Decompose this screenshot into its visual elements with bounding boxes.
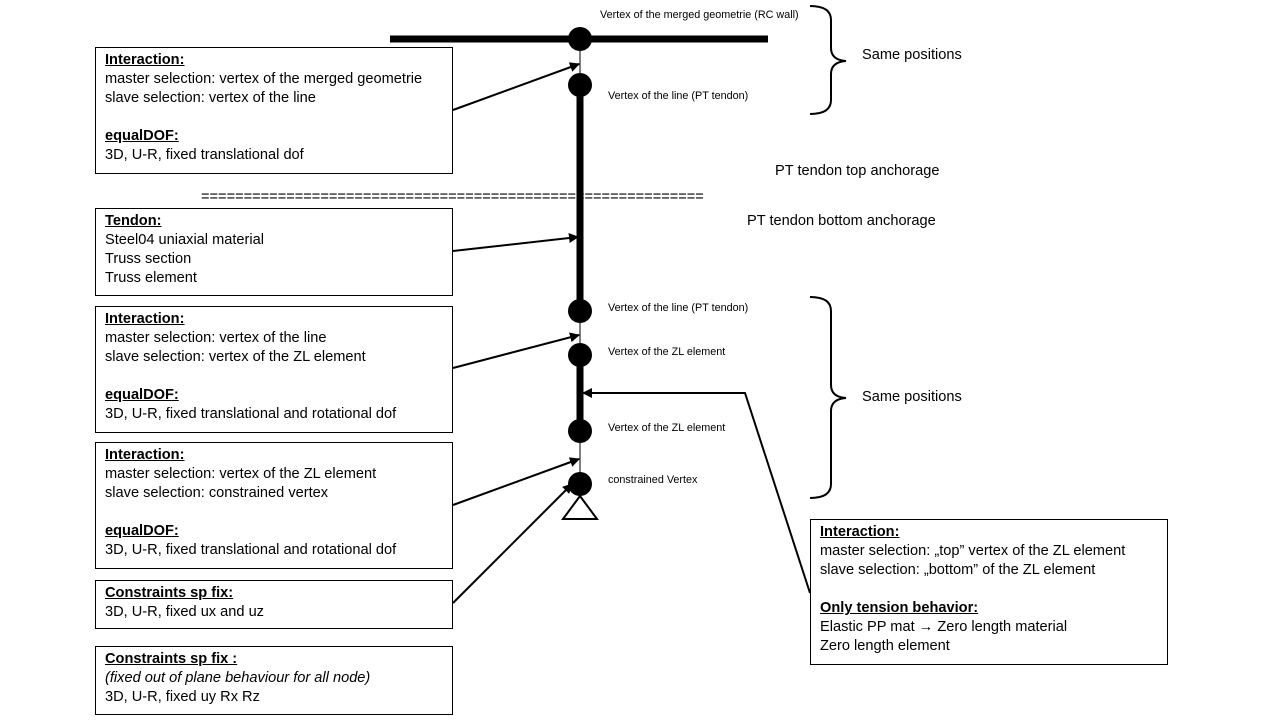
box-subtitle: equalDOF: bbox=[105, 387, 179, 403]
label-same-positions-lower: Same positions bbox=[862, 389, 962, 405]
box-subtitle: equalDOF: bbox=[105, 523, 179, 539]
arrow-interaction-zl bbox=[582, 388, 811, 594]
label-zl-bottom-vertex: Vertex of the ZL element bbox=[608, 422, 726, 434]
arrow-interaction2 bbox=[452, 332, 580, 369]
box-line: 3D, U-R, fixed translational and rotatio… bbox=[105, 542, 397, 558]
interaction-box-2: Interaction: master selection: vertex of… bbox=[95, 306, 453, 433]
arrow-constraints1 bbox=[452, 483, 573, 604]
arrow-tendon bbox=[452, 233, 579, 252]
brace-lower-icon bbox=[809, 296, 847, 499]
box-title: Interaction: bbox=[105, 311, 185, 327]
label-rc-wall-vertex: Vertex of the merged geometrie (RC wall) bbox=[600, 9, 799, 21]
box-line: master selection: „top” vertex of the ZL… bbox=[820, 543, 1126, 559]
box-line: Steel04 uniaxial material bbox=[105, 232, 264, 248]
box-title: Constraints sp fix : bbox=[105, 651, 238, 667]
label-top-anchorage: PT tendon top anchorage bbox=[775, 163, 940, 179]
box-line: Truss element bbox=[105, 270, 197, 286]
box-line: slave selection: vertex of the ZL elemen… bbox=[105, 349, 366, 365]
box-note: (fixed out of plane behaviour for all no… bbox=[105, 670, 371, 686]
tendon-box: Tendon: Steel04 uniaxial material Truss … bbox=[95, 208, 453, 296]
box-title: Interaction: bbox=[105, 447, 185, 463]
box-line: master selection: vertex of the ZL eleme… bbox=[105, 466, 377, 482]
interaction-box-1: Interaction: master selection: vertex of… bbox=[95, 47, 453, 174]
vertex-constrained bbox=[568, 472, 592, 496]
label-zl-top-vertex: Vertex of the ZL element bbox=[608, 346, 726, 358]
box-subtitle: equalDOF: bbox=[105, 128, 179, 144]
box-line: master selection: vertex of the line bbox=[105, 330, 327, 346]
constraints-box-2: Constraints sp fix : (fixed out of plane… bbox=[95, 646, 453, 715]
interaction-box-zl: Interaction: master selection: „top” ver… bbox=[810, 519, 1168, 665]
anchorage-separator: ========================================… bbox=[201, 189, 704, 205]
vertex-pt-top bbox=[568, 73, 592, 97]
box-line: slave selection: constrained vertex bbox=[105, 485, 329, 501]
arrow-interaction3 bbox=[452, 457, 580, 506]
box-line: slave selection: vertex of the line bbox=[105, 90, 316, 106]
box-line: 3D, U-R, fixed translational dof bbox=[105, 147, 304, 163]
interaction-box-3: Interaction: master selection: vertex of… bbox=[95, 442, 453, 569]
box-line: Zero length element bbox=[820, 638, 950, 654]
label-pt-top-vertex: Vertex of the line (PT tendon) bbox=[608, 90, 749, 102]
constraints-box-1: Constraints sp fix: 3D, U-R, fixed ux an… bbox=[95, 580, 453, 629]
box-line: 3D, U-R, fixed translational and rotatio… bbox=[105, 406, 397, 422]
vertex-zl-bottom bbox=[568, 419, 592, 443]
vertex-zl-top bbox=[568, 343, 592, 367]
box-line: Elastic PP mat → Zero length material bbox=[820, 619, 1068, 635]
label-pt-bottom-vertex: Vertex of the line (PT tendon) bbox=[608, 302, 749, 314]
box-title: Constraints sp fix: bbox=[105, 585, 234, 601]
label-bottom-anchorage: PT tendon bottom anchorage bbox=[747, 213, 936, 229]
arrow-interaction1 bbox=[452, 62, 580, 111]
box-line: Truss section bbox=[105, 251, 192, 267]
box-line: 3D, U-R, fixed ux and uz bbox=[105, 604, 264, 620]
label-constrained-vertex: constrained Vertex bbox=[608, 474, 698, 486]
support-triangle-icon bbox=[561, 494, 599, 520]
box-line: 3D, U-R, fixed uy Rx Rz bbox=[105, 689, 260, 705]
brace-upper-icon bbox=[809, 5, 847, 115]
box-line: slave selection: „bottom” of the ZL elem… bbox=[820, 562, 1096, 578]
box-title: Tendon: bbox=[105, 213, 162, 229]
box-line: master selection: vertex of the merged g… bbox=[105, 71, 423, 87]
label-same-positions-upper: Same positions bbox=[862, 47, 962, 63]
vertex-pt-bottom bbox=[568, 299, 592, 323]
vertex-rc-wall bbox=[568, 27, 592, 51]
box-title: Interaction: bbox=[105, 52, 185, 68]
box-subtitle: Only tension behavior: bbox=[820, 600, 979, 616]
box-title: Interaction: bbox=[820, 524, 900, 540]
